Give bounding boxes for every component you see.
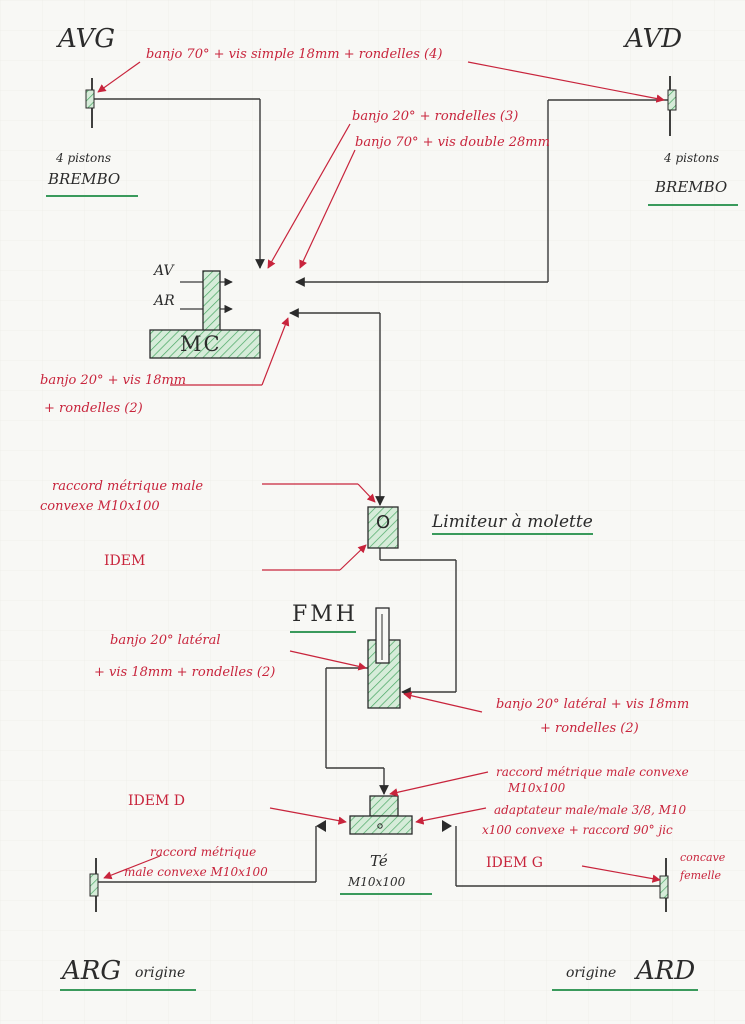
annotation-mc-2: + rondelles (2)	[44, 401, 143, 416]
annotation-idem-g: IDEM G	[486, 855, 543, 871]
corner-arg: ARG	[62, 956, 122, 986]
annotation-raccord-1: raccord métrique male	[52, 479, 204, 494]
caliper-arg	[89, 858, 99, 912]
annotation-raccord-2: convexe M10x100	[40, 499, 160, 514]
annotation-adapt-2: x100 convexe + raccord 90° jic	[482, 823, 673, 837]
annotation-arg-1: raccord métrique	[150, 845, 257, 859]
mc-av-label: AV	[154, 263, 174, 279]
caliper-left-brand: BREMBO	[48, 170, 121, 188]
origine-left: origine	[135, 965, 186, 981]
mc-label: MC	[180, 332, 222, 356]
fmh-body	[367, 607, 401, 709]
annotation-fmh-left-1: banjo 20° latéral	[110, 633, 221, 648]
te-body	[349, 795, 413, 835]
annotation-fmh-left-2: + vis 18mm + rondelles (2)	[94, 665, 276, 680]
caliper-right-brand: BREMBO	[655, 178, 728, 196]
annotation-idem: IDEM	[104, 553, 146, 569]
annotation-top: banjo 70° + vis simple 18mm + rondelles …	[146, 47, 443, 62]
caliper-ard	[659, 858, 669, 912]
annotation-pointers	[97, 61, 665, 883]
green-underlines	[46, 195, 738, 991]
master-cylinder	[149, 270, 261, 359]
te-right-port	[442, 820, 452, 832]
annotation-te-top-2: M10x100	[508, 781, 566, 795]
annotation-banjo20-1: banjo 20° + rondelles (3)	[352, 109, 519, 124]
annotation-te-top-1: raccord métrique male convexe	[496, 765, 689, 779]
annotation-banjo20-2: banjo 70° + vis double 28mm	[355, 135, 550, 150]
mc-ar-label: AR	[154, 293, 175, 309]
annotation-adapt-1: adaptateur male/male 3/8, M10	[494, 803, 687, 817]
hydraulic-lines	[92, 98, 670, 887]
corner-ard: ARD	[636, 956, 696, 986]
fmh-label: FMH	[292, 602, 358, 627]
annotation-fmh-right-1: banjo 20° latéral + vis 18mm	[496, 697, 690, 712]
annotation-adapt-4: femelle	[680, 869, 722, 882]
annotation-fmh-right-2: + rondelles (2)	[540, 721, 639, 736]
limiteur-label: Limiteur à molette	[432, 514, 593, 535]
annotation-mc-1: banjo 20° + vis 18mm	[40, 373, 187, 388]
corner-avd: AVD	[625, 24, 683, 54]
te-label: Té	[370, 852, 388, 870]
corner-avg: AVG	[58, 24, 116, 54]
te-size: M10x100	[348, 875, 406, 889]
limiteur-symbol: O	[376, 512, 391, 533]
annotation-arg-2: male convexe M10x100	[124, 865, 268, 879]
caliper-right-pistons: 4 pistons	[664, 151, 720, 165]
te-left-port	[316, 820, 326, 832]
caliper-avg	[85, 78, 95, 128]
caliper-avd	[667, 76, 677, 136]
annotation-adapt-3: concave	[680, 851, 726, 864]
caliper-left-pistons: 4 pistons	[56, 151, 112, 165]
annotation-idem-d: IDEM D	[128, 793, 185, 809]
limiteur-body	[367, 506, 399, 549]
origine-right: origine	[566, 965, 617, 981]
